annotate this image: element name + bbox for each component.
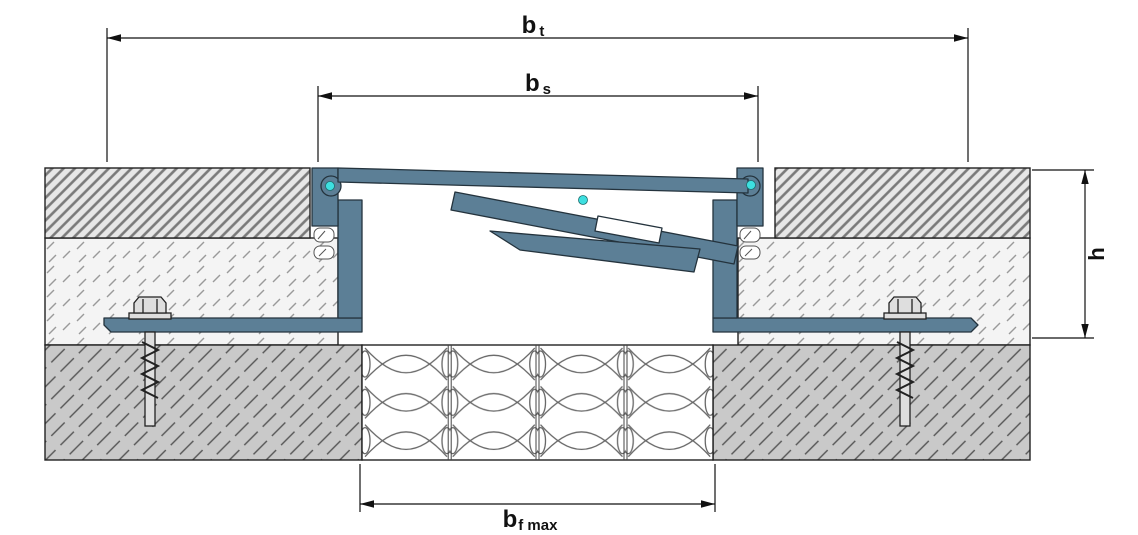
screw-washer [128,312,172,320]
right-concrete-slab [712,344,1031,461]
arrowhead [1081,324,1089,338]
screw-head [133,296,167,314]
cover-lever-arm [489,230,701,273]
foam-dividers [447,345,628,460]
arrowhead [744,92,758,100]
label-base: b [522,12,537,39]
label-base: h [1084,247,1109,260]
arrowhead [107,34,121,42]
label-sub: s [543,81,551,98]
profile-notches [313,227,761,260]
right-base-flange [712,317,979,333]
seal-dots [325,180,756,205]
arrowhead [954,34,968,42]
left-seal-dot [325,181,335,191]
left-tile-layer [44,167,311,239]
right-tile-layer [774,167,1031,239]
right-seal-dot [746,180,756,190]
dimension-bf: bf max [359,464,716,534]
cover-cutout [594,215,663,244]
cover-top-plate [337,167,749,194]
label-sub: f max [518,517,558,534]
left-base-flange [103,317,363,333]
label-base: b [503,506,518,533]
dimension-bf-label: bf max [503,506,559,534]
joint-profile [103,167,979,333]
arrowhead [1081,170,1089,184]
left-anchor-screw [128,296,172,427]
screw-head [888,296,922,314]
joint-filler-foam [361,344,714,461]
arrowhead [701,500,715,508]
screw-thread [894,341,916,399]
right-anchor-screw [883,296,927,427]
screw-thread [139,341,161,399]
left-concrete-slab [44,344,363,461]
label-sub: t [539,23,544,40]
arrowhead [318,92,332,100]
label-base: b [525,70,540,97]
left-riser [337,199,363,319]
dimension-h: h [1032,169,1109,339]
arrowhead [360,500,374,508]
screw-washer [883,312,927,320]
dimension-h-label: h [1084,247,1109,260]
center-seal-dot [578,195,588,205]
